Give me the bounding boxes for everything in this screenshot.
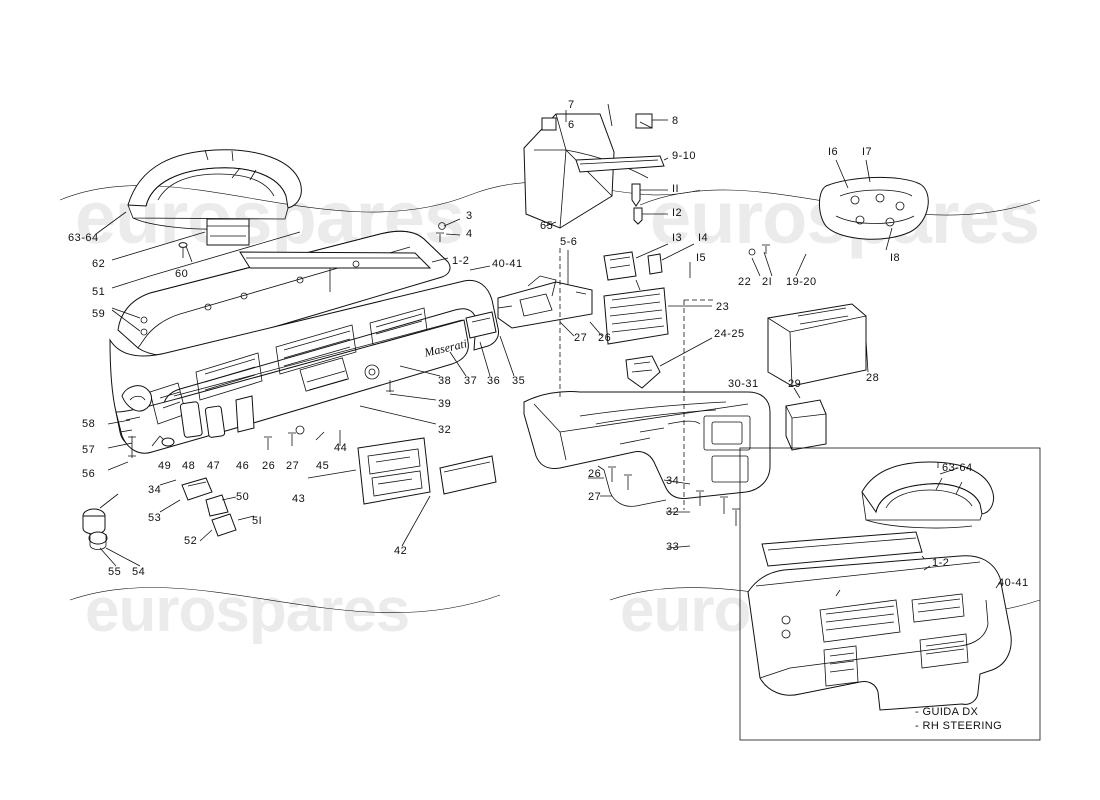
callout-7: 7 (568, 99, 575, 111)
callout-3: 3 (466, 210, 473, 222)
callout-13: I3 (672, 232, 683, 244)
callout-12: I2 (672, 207, 683, 219)
callout-60: 60 (175, 268, 189, 280)
callout-53: 53 (148, 512, 162, 524)
callout-23: 23 (716, 301, 730, 313)
callout-27-console: 27 (588, 491, 602, 503)
callout-30-31: 30-31 (728, 378, 759, 390)
callout-19-20: 19-20 (786, 276, 817, 288)
callout-51-lower: 5I (252, 515, 263, 527)
callout-18: I8 (890, 252, 901, 264)
callout-11: II (672, 183, 680, 195)
callout-1-2-inset: 1-2 (932, 557, 950, 569)
callout-27-mid: 27 (286, 460, 300, 472)
callout-40-41-inset: 40-41 (998, 577, 1029, 589)
callout-49: 49 (158, 460, 172, 472)
callout-32-console: 32 (666, 506, 680, 518)
callout-34-left: 34 (148, 484, 162, 496)
callout-65: 65 (540, 220, 554, 232)
callout-21: 2I (762, 276, 773, 288)
callout-50: 50 (236, 491, 250, 503)
callout-33: 33 (666, 541, 680, 553)
callout-51: 51 (92, 286, 106, 298)
callout-38: 38 (438, 375, 452, 387)
callout-45: 45 (316, 460, 330, 472)
callout-58: 58 (82, 418, 96, 430)
callout-52: 52 (184, 535, 198, 547)
callout-32: 32 (438, 424, 452, 436)
callout-34-console: 34 (666, 475, 680, 487)
callout-42: 42 (394, 545, 408, 557)
callout-26-mid: 26 (262, 460, 276, 472)
callout-22: 22 (738, 276, 752, 288)
callout-57: 57 (82, 444, 96, 456)
callout-62: 62 (92, 258, 106, 270)
callout-56: 56 (82, 468, 96, 480)
callout-24-25: 24-25 (714, 328, 745, 340)
rh-steering-note: - GUIDA DX - RH STEERING (915, 706, 1003, 732)
callout-9-10: 9-10 (672, 150, 697, 162)
callout-46: 46 (236, 460, 250, 472)
callout-17: I7 (862, 146, 873, 158)
callout-59: 59 (92, 308, 106, 320)
callout-55: 55 (108, 566, 122, 578)
callout-43: 43 (292, 493, 306, 505)
callout-48: 48 (182, 460, 196, 472)
callout-26-console: 26 (588, 468, 602, 480)
callout-35: 35 (512, 375, 526, 387)
callout-39: 39 (438, 398, 452, 410)
callout-16: I6 (828, 146, 839, 158)
callout-44: 44 (334, 442, 348, 454)
callout-5-6: 5-6 (560, 236, 578, 248)
callout-63-64: 63-64 (68, 232, 99, 244)
callout-15: I5 (696, 252, 707, 264)
callout-26-top: 26 (598, 332, 612, 344)
callout-63-64-inset: 63-64 (942, 462, 973, 474)
callout-6: 6 (568, 119, 575, 131)
callout-1-2: 1-2 (452, 255, 470, 267)
callout-36: 36 (487, 375, 501, 387)
callout-27-top: 27 (574, 332, 588, 344)
callout-47: 47 (207, 460, 221, 472)
callout-4: 4 (466, 228, 473, 240)
callout-37: 37 (464, 375, 478, 387)
callout-8: 8 (672, 115, 679, 127)
callout-14: I4 (698, 232, 709, 244)
callout-28: 28 (866, 372, 880, 384)
callout-54: 54 (132, 566, 146, 578)
callout-40-41: 40-41 (492, 258, 523, 270)
callout-29: 29 (788, 378, 802, 390)
